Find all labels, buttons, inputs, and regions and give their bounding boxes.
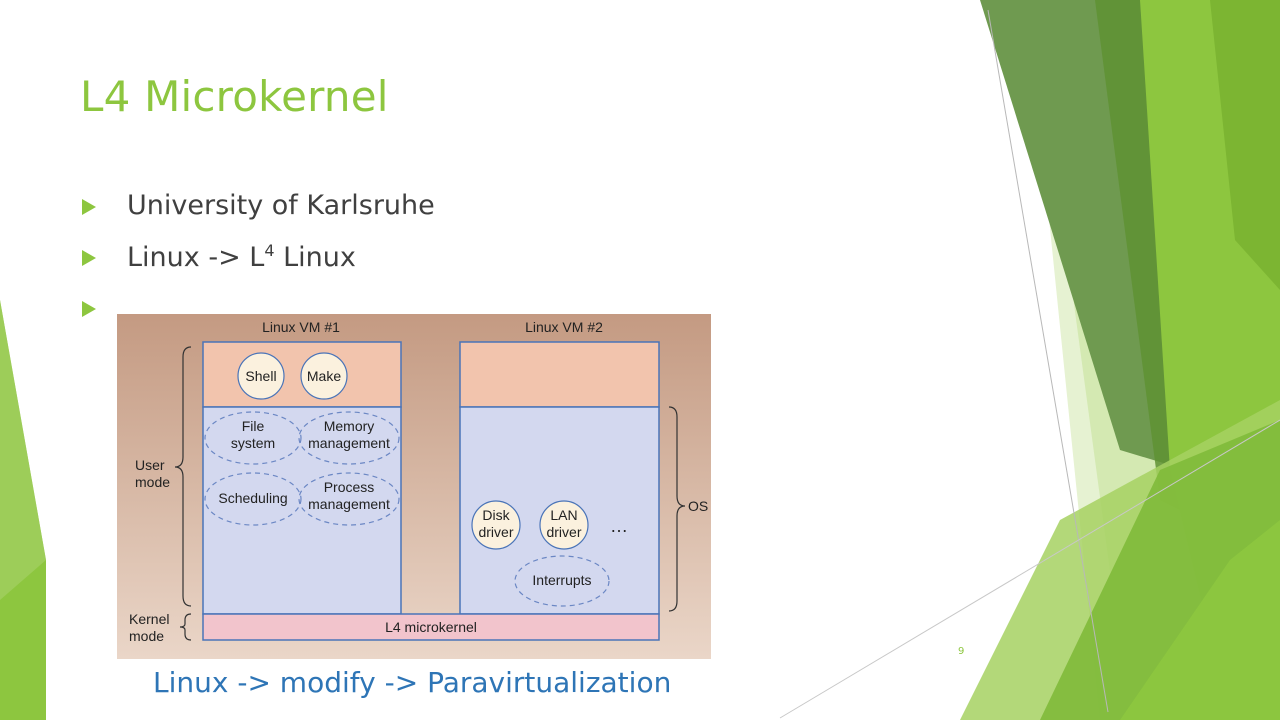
shell-node bbox=[237, 352, 285, 400]
disk-driver-node bbox=[471, 500, 521, 550]
microkernel-label: L4 microkernel bbox=[385, 619, 477, 635]
page-number: 9 bbox=[958, 646, 965, 657]
l4-architecture-diagram: Linux VM #1 Linux VM #2 L4 microkernel S… bbox=[117, 314, 711, 659]
vm2-title: Linux VM #2 bbox=[525, 319, 603, 335]
lan-driver-node bbox=[539, 500, 589, 550]
lan-driver-line1: LAN bbox=[550, 507, 577, 523]
interrupts-label: Interrupts bbox=[532, 572, 591, 588]
bullet-superscript: 4 bbox=[264, 241, 275, 260]
kernel-mode-line1: Kernel bbox=[129, 611, 169, 627]
bullet-text-prefix: Linux -> L bbox=[127, 242, 265, 273]
file-system-line1: File bbox=[242, 418, 265, 434]
bullet-text-suffix: Linux bbox=[274, 242, 356, 273]
slide-title: L4 Microkernel bbox=[80, 72, 389, 121]
bullet-text: University of Karlsruhe bbox=[127, 190, 435, 221]
os-label: OS bbox=[688, 498, 708, 514]
interrupts-node bbox=[514, 555, 610, 607]
scheduling-label: Scheduling bbox=[218, 490, 287, 506]
microkernel-bar bbox=[202, 613, 660, 641]
user-mode-line2: mode bbox=[135, 474, 170, 490]
bullet-arrow-icon bbox=[82, 250, 96, 266]
more-drivers-ellipsis: … bbox=[610, 516, 628, 536]
vm1-title: Linux VM #1 bbox=[262, 319, 340, 335]
file-system-node bbox=[204, 411, 302, 465]
process-management-node bbox=[298, 472, 400, 526]
user-mode-brace bbox=[174, 346, 192, 607]
bullet-arrow-icon bbox=[82, 301, 96, 317]
file-system-line2: system bbox=[231, 435, 275, 451]
memory-management-node bbox=[298, 411, 400, 465]
shell-label: Shell bbox=[245, 368, 276, 384]
scheduling-node bbox=[204, 472, 302, 526]
process-management-line1: Process bbox=[324, 479, 375, 495]
bullet-text: Linux -> L4 Linux bbox=[127, 241, 356, 273]
user-mode-line1: User bbox=[135, 457, 165, 473]
kernel-mode-line2: mode bbox=[129, 628, 164, 644]
make-label: Make bbox=[307, 368, 341, 384]
lan-driver-line2: driver bbox=[546, 524, 581, 540]
diagram-caption: Linux -> modify -> Paravirtualization bbox=[153, 666, 672, 699]
os-brace bbox=[668, 406, 686, 612]
bullet-arrow-icon bbox=[82, 199, 96, 215]
memory-management-line2: management bbox=[308, 435, 390, 451]
kernel-mode-brace bbox=[179, 613, 192, 641]
make-node bbox=[300, 352, 348, 400]
memory-management-line1: Memory bbox=[324, 418, 375, 434]
vm1-os-area bbox=[202, 406, 402, 615]
vm2-user-area bbox=[459, 341, 660, 408]
disk-driver-line1: Disk bbox=[482, 507, 510, 523]
process-management-line2: management bbox=[308, 496, 390, 512]
disk-driver-line2: driver bbox=[478, 524, 513, 540]
